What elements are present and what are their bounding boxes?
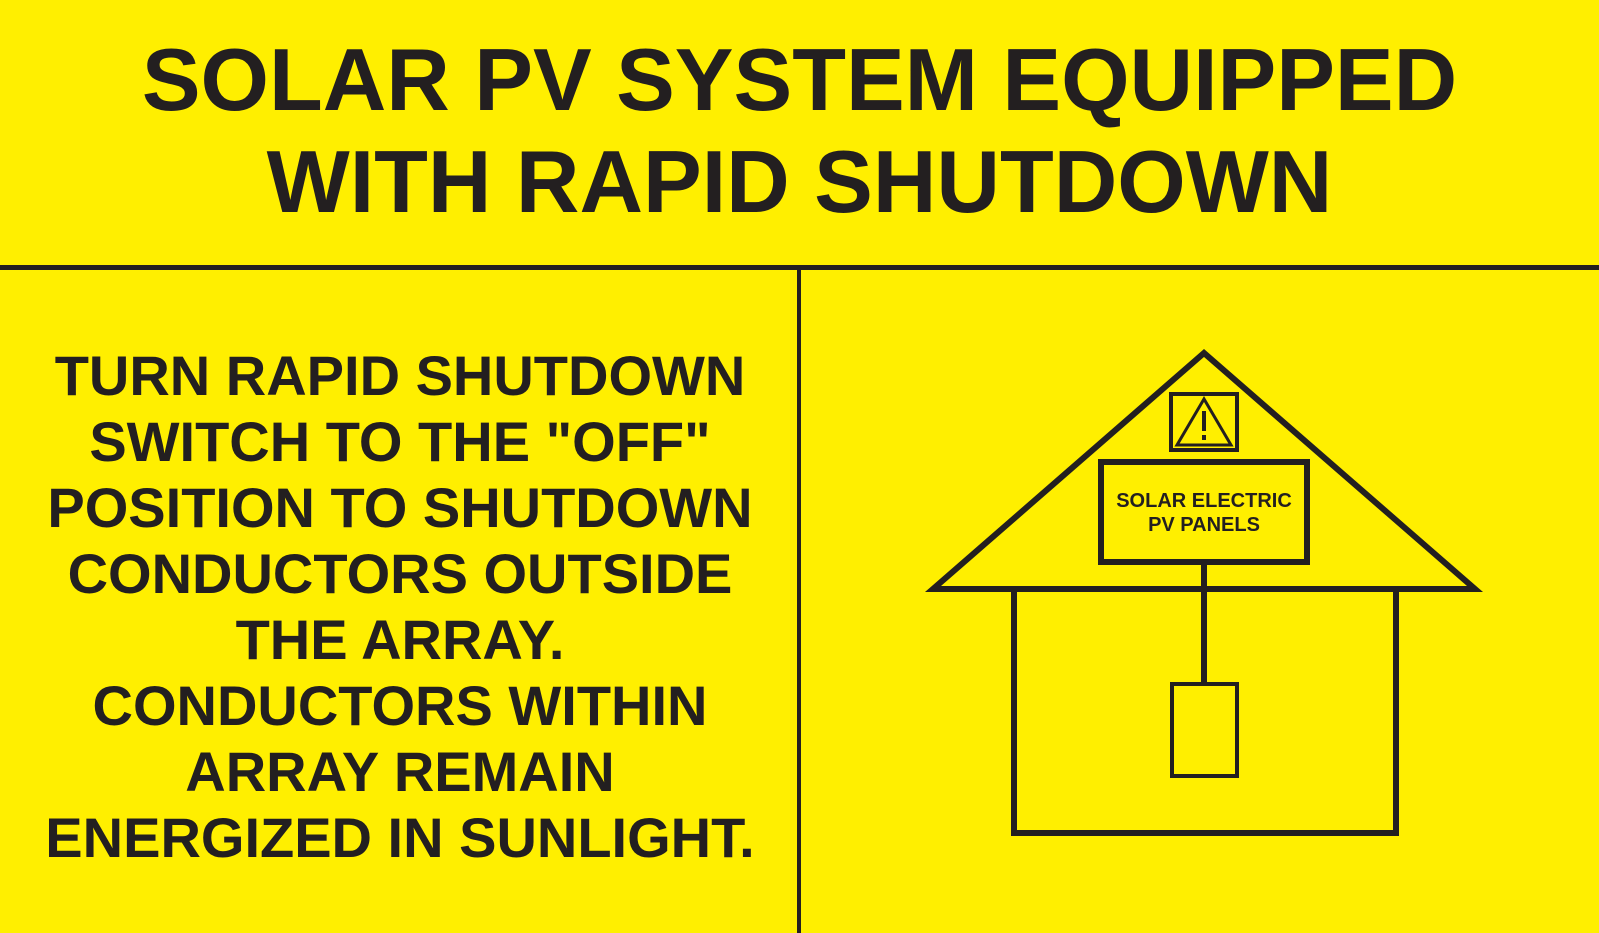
instruction-line: ARRAY REMAIN: [185, 740, 615, 803]
panel-label-line-1: SOLAR ELECTRIC: [1116, 490, 1292, 512]
instruction-line: POSITION TO SHUTDOWN: [47, 476, 753, 539]
title-line-2: WITH RAPID SHUTDOWN: [266, 132, 1333, 231]
instructions-text: TURN RAPID SHUTDOWN SWITCH TO THE "OFF" …: [30, 343, 770, 871]
instruction-line: CONDUCTORS WITHIN: [92, 674, 708, 737]
solar-panel-box: [1098, 459, 1310, 565]
shutdown-switch-box: [1170, 682, 1239, 778]
warning-box: [1169, 392, 1239, 452]
instruction-line: CONDUCTORS OUTSIDE: [67, 542, 733, 605]
warning-triangle-icon: [1174, 396, 1234, 447]
house-icon: SOLAR ELECTRIC PV PANELS: [924, 349, 1484, 836]
instruction-line: THE ARRAY.: [235, 608, 565, 671]
title-line-1: SOLAR PV SYSTEM EQUIPPED: [141, 30, 1458, 129]
instruction-line: ENERGIZED IN SUNLIGHT.: [45, 806, 755, 869]
roof-triangle: [924, 349, 1484, 592]
vertical-divider: [797, 270, 801, 933]
sign-header: SOLAR PV SYSTEM EQUIPPED WITH RAPID SHUT…: [0, 0, 1599, 270]
house-diagram: SOLAR ELECTRIC PV PANELS: [801, 275, 1599, 933]
instruction-line: SWITCH TO THE "OFF": [89, 410, 711, 473]
instruction-line: TURN RAPID SHUTDOWN: [54, 344, 746, 407]
panel-label-line-2: PV PANELS: [1148, 514, 1260, 536]
